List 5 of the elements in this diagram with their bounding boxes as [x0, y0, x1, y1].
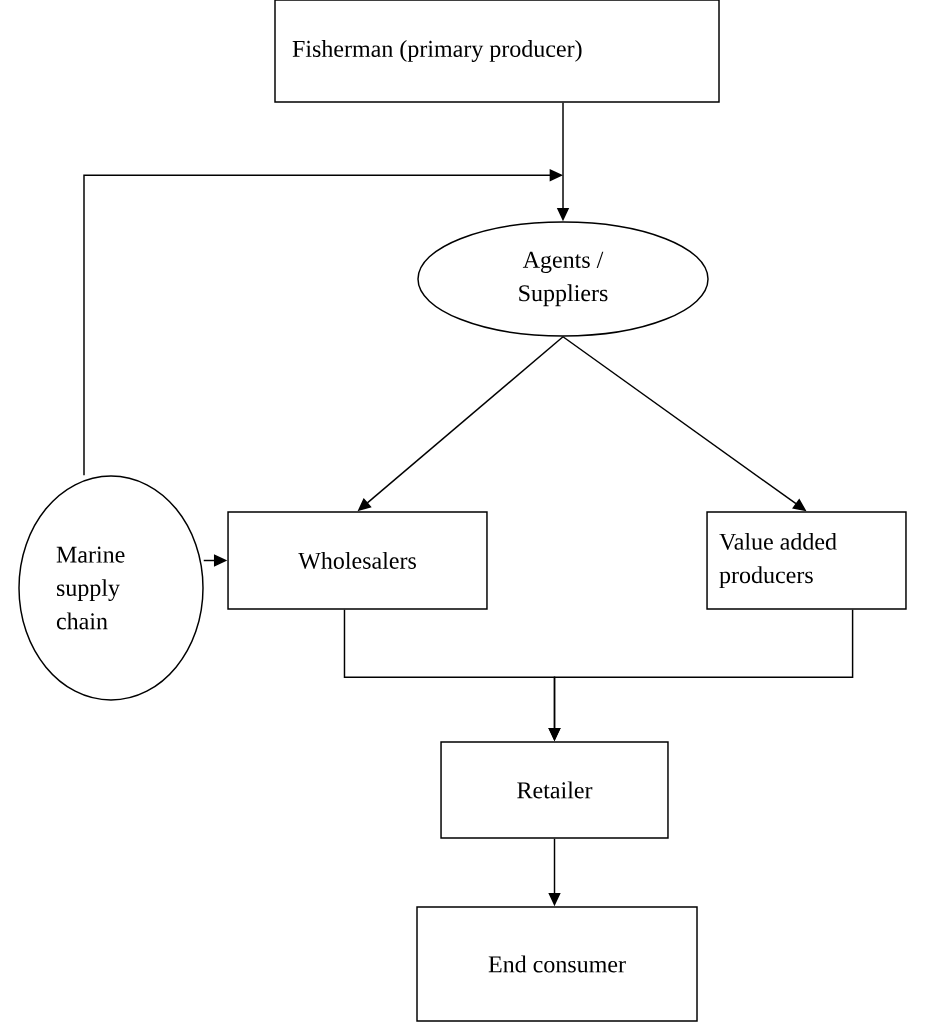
process-box: Retailer: [440, 741, 669, 839]
process-box: End consumer: [416, 906, 698, 1022]
process-box: Fisherman (primary producer): [274, 0, 720, 103]
process-box: Value added producers: [706, 511, 907, 610]
process-box: Wholesalers: [227, 511, 488, 610]
